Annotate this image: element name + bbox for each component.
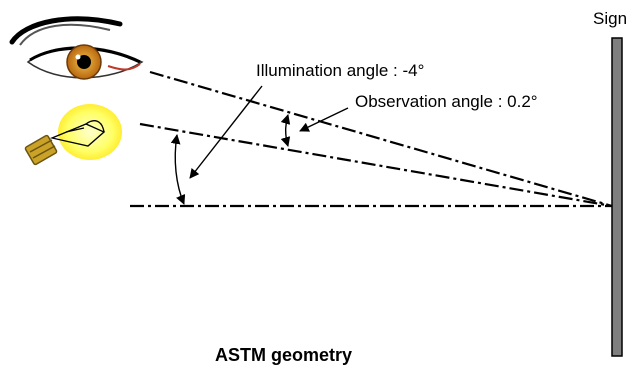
eye-icon <box>9 16 144 80</box>
sign-panel <box>611 37 623 357</box>
observation-angle-label: Observation angle : 0.2° <box>355 92 538 111</box>
observation-angle-arc <box>280 114 291 147</box>
diagram-caption: ASTM geometry <box>215 345 352 365</box>
illumination-line <box>139 122 613 208</box>
illumination-pointer <box>189 85 263 179</box>
illumination-angle-arc <box>170 134 186 205</box>
observation-line <box>149 70 613 208</box>
illumination-angle-label: Illumination angle : -4° <box>256 61 424 80</box>
sign-label: Sign <box>593 9 627 28</box>
light-bulb-icon <box>24 104 122 166</box>
observation-pointer <box>299 107 349 132</box>
